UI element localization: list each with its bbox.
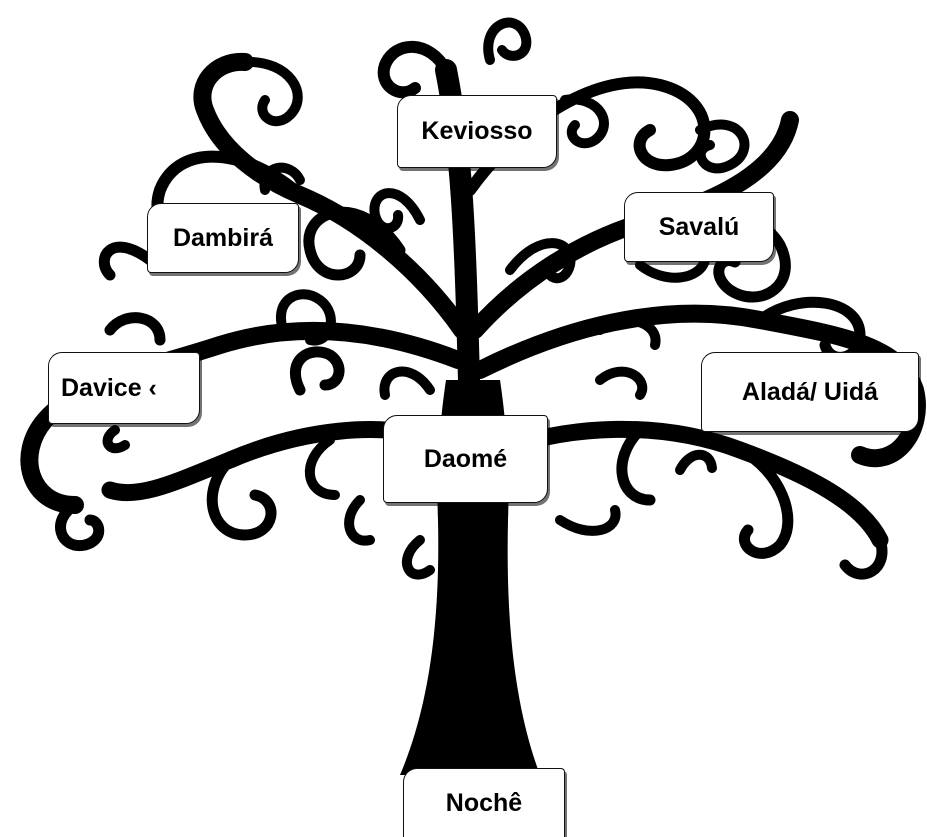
swirl-left-c: [55, 499, 105, 551]
swirl-lower-left-c: [344, 495, 375, 546]
swirl-right-top: [695, 119, 750, 174]
node-keviosso: Keviosso: [397, 95, 557, 168]
swirl-top-right: [483, 17, 532, 65]
node-davice-label: Davice ‹: [61, 373, 157, 402]
swirl-center-a: [379, 366, 435, 400]
swirl-right-d: [595, 315, 661, 350]
swirl-lower-mid-right: [555, 505, 621, 536]
swirl-lower-left-b: [304, 435, 340, 500]
branch-right: [471, 304, 926, 468]
node-noche: Nochê: [403, 768, 565, 837]
swirl-dambira-top: [259, 162, 305, 195]
swirl-left-a: [98, 241, 156, 281]
swirl-lower-right-d: [839, 534, 888, 580]
swirl-mid-left-c: [275, 289, 336, 346]
swirl-lower-right-b: [675, 449, 717, 475]
node-daome-label: Daomé: [423, 444, 508, 473]
swirl-lower-left-a: [206, 454, 277, 541]
node-daome: Daomé: [383, 415, 548, 503]
node-alada-uida-label: Aladá/ Uidá: [741, 377, 879, 406]
node-dambira: Dambirá: [147, 203, 299, 273]
node-noche-label: Nochê: [445, 788, 523, 817]
swirl-upper-left-b: [240, 56, 303, 127]
node-keviosso-label: Keviosso: [421, 117, 533, 145]
swirl-left-b: [104, 312, 166, 346]
swirl-mid-left-b: [369, 188, 425, 234]
swirl-top-center: [377, 40, 452, 99]
node-savalu-label: Savalú: [658, 212, 740, 241]
swirl-mid-left-a: [303, 206, 406, 281]
node-dambira-label: Dambirá: [172, 223, 274, 252]
node-davice: Davice ‹: [48, 352, 200, 424]
swirl-lower-mid-left: [401, 535, 435, 580]
swirl-lower-right-a: [616, 424, 656, 506]
swirl-mid-left-d: [289, 346, 345, 396]
swirl-keviosso-right: [560, 94, 609, 149]
swirl-left-d: [102, 425, 130, 454]
swirl-right-e: [595, 366, 648, 400]
node-savalu: Savalú: [624, 192, 774, 262]
node-alada-uida: Aladá/ Uidá: [701, 352, 919, 432]
swirl-right-b: [635, 255, 710, 283]
swirl-center-b: [505, 238, 576, 284]
swirl-lower-right-c: [734, 444, 794, 559]
